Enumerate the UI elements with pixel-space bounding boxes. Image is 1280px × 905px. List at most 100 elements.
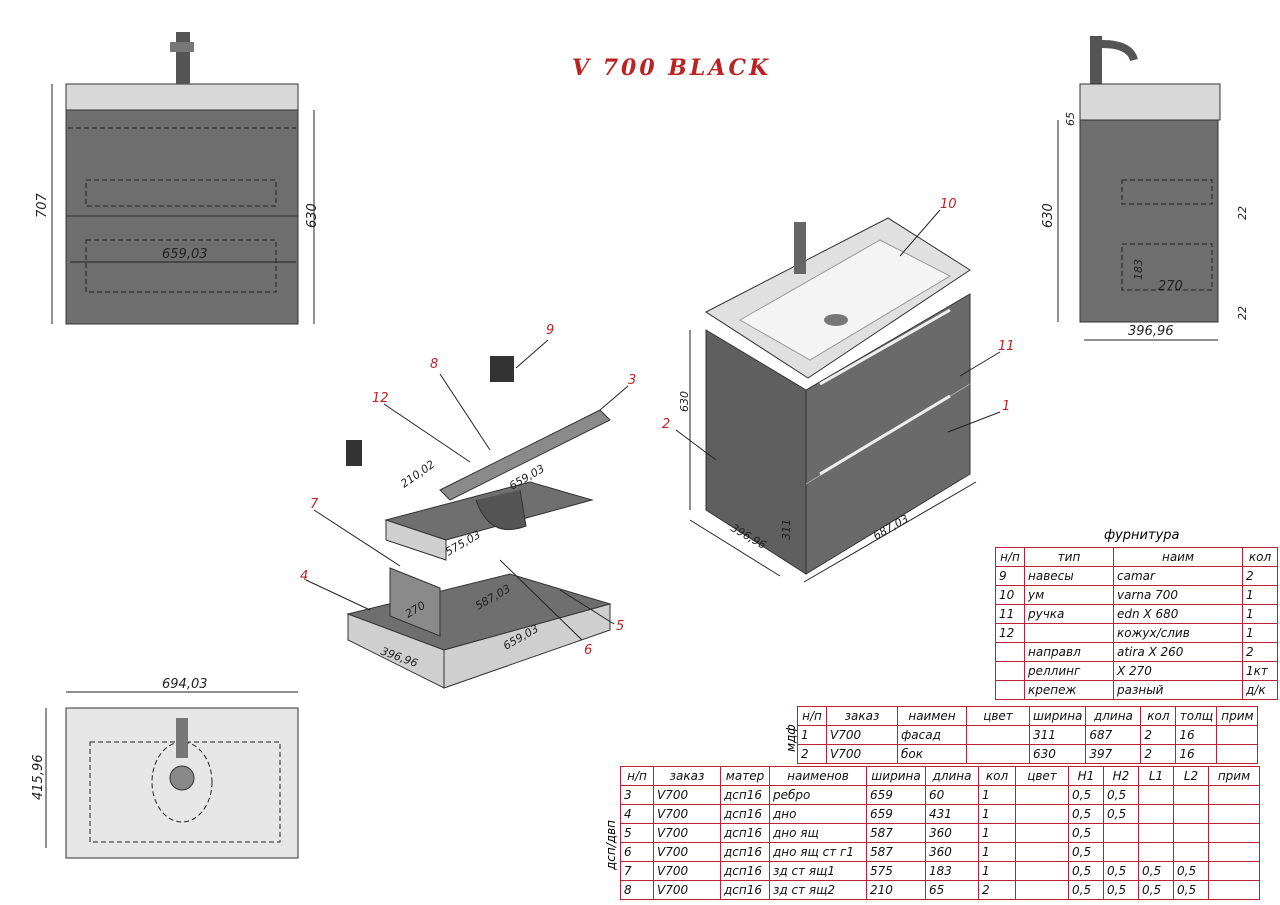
table-cell: 183 [925, 861, 979, 881]
table-cell: 5 [620, 823, 654, 843]
table-cell: 6 [620, 842, 654, 862]
table-cell: 1 [978, 785, 1016, 805]
table-cell: крепеж [1024, 680, 1114, 700]
table-cell: V700 [826, 725, 898, 745]
fittings-caption: фурнитура [1104, 528, 1180, 543]
table-cell: 360 [925, 823, 979, 843]
table-cell [1208, 880, 1260, 900]
table-cell [1015, 804, 1069, 824]
column-header: прим [1216, 706, 1259, 726]
table-cell: 0,5 [1068, 785, 1104, 805]
table-cell: бок [897, 744, 967, 764]
table-cell: 0,5 [1103, 861, 1139, 881]
table-cell [995, 642, 1025, 662]
table-cell: дно ящ ст г1 [769, 842, 867, 862]
table-cell: 1 [1242, 604, 1278, 624]
column-header: тип [1024, 547, 1114, 567]
table-cell [1216, 725, 1259, 745]
callout-12: 12 [372, 391, 389, 406]
faucet-iso-icon [794, 222, 806, 274]
table-cell: 1 [978, 842, 1016, 862]
column-header: наименов [769, 766, 867, 786]
table-cell: varna 700 [1113, 585, 1243, 605]
table-cell [1015, 823, 1069, 843]
column-header: длина [925, 766, 979, 786]
table-cell: дсп16 [720, 861, 770, 881]
table-cell [1173, 842, 1209, 862]
column-header: цвет [966, 706, 1030, 726]
dim-front-width: 659,03 [162, 247, 208, 262]
table-cell: 1 [797, 725, 827, 745]
table-cell: V700 [653, 823, 721, 843]
table-cell: 659 [866, 804, 926, 824]
table-cell: 0,5 [1068, 842, 1104, 862]
column-header: н/п [797, 706, 827, 726]
table-cell [1173, 785, 1209, 805]
column-header: наимен [897, 706, 967, 726]
dsp-side-label: дсп/двп [604, 820, 618, 870]
callout-10: 10 [940, 197, 957, 212]
table-cell: дсп16 [720, 842, 770, 862]
column-header: матер [720, 766, 770, 786]
table-cell: 0,5 [1173, 861, 1209, 881]
callout-6: 6 [584, 643, 592, 658]
table-cell [995, 661, 1025, 681]
column-header: H2 [1103, 766, 1139, 786]
table-cell: 210 [866, 880, 926, 900]
table-cell: 8 [620, 880, 654, 900]
table-cell: 11 [995, 604, 1025, 624]
table-cell [1103, 823, 1139, 843]
table-cell [1173, 823, 1209, 843]
table-cell: 0,5 [1068, 880, 1104, 900]
table-cell: 630 [1028, 744, 1087, 764]
table-cell: навесы [1024, 566, 1114, 586]
column-header: цвет [1015, 766, 1069, 786]
table-cell: 0,5 [1138, 861, 1174, 881]
column-header: ширина [866, 766, 926, 786]
table-cell: д/к [1242, 680, 1278, 700]
table-cell: 2 [1242, 642, 1278, 662]
callout-11: 11 [998, 339, 1015, 354]
column-header: L2 [1173, 766, 1209, 786]
table-cell: дно ящ [769, 823, 867, 843]
table-cell [1015, 861, 1069, 881]
dim-front-height-body: 630 [305, 203, 320, 228]
column-header: прим [1208, 766, 1260, 786]
table-cell: 2 [797, 744, 827, 764]
table-cell: 2 [1242, 566, 1278, 586]
dim-side-rail: 270 [1158, 279, 1183, 294]
table-cell: 575 [866, 861, 926, 881]
faucet-icon [176, 32, 190, 84]
table-cell: 1кт [1242, 661, 1278, 681]
dim-iso-311: 311 [780, 519, 793, 540]
table-cell: дсп16 [720, 880, 770, 900]
table-cell [1015, 880, 1069, 900]
table-cell: 65 [925, 880, 979, 900]
table-cell: 2 [978, 880, 1016, 900]
table-cell [1103, 842, 1139, 862]
table-cell [1024, 623, 1114, 643]
table-cell: дсп16 [720, 804, 770, 824]
column-header: кол [978, 766, 1016, 786]
table-cell [1138, 842, 1174, 862]
dim-front-height-total: 707 [35, 192, 50, 218]
table-cell [1015, 785, 1069, 805]
table-cell: 0,5 [1173, 880, 1209, 900]
front-view: 707 630 659,03 [35, 32, 320, 325]
table-cell: 2 [1140, 725, 1177, 745]
table-cell: camar [1113, 566, 1243, 586]
table-cell: 16 [1175, 744, 1218, 764]
table-cell: 16 [1175, 725, 1218, 745]
table-cell [1138, 823, 1174, 843]
top-view: 694,03 415,96 [31, 677, 299, 859]
table-cell [966, 725, 1030, 745]
column-header: н/п [995, 547, 1025, 567]
